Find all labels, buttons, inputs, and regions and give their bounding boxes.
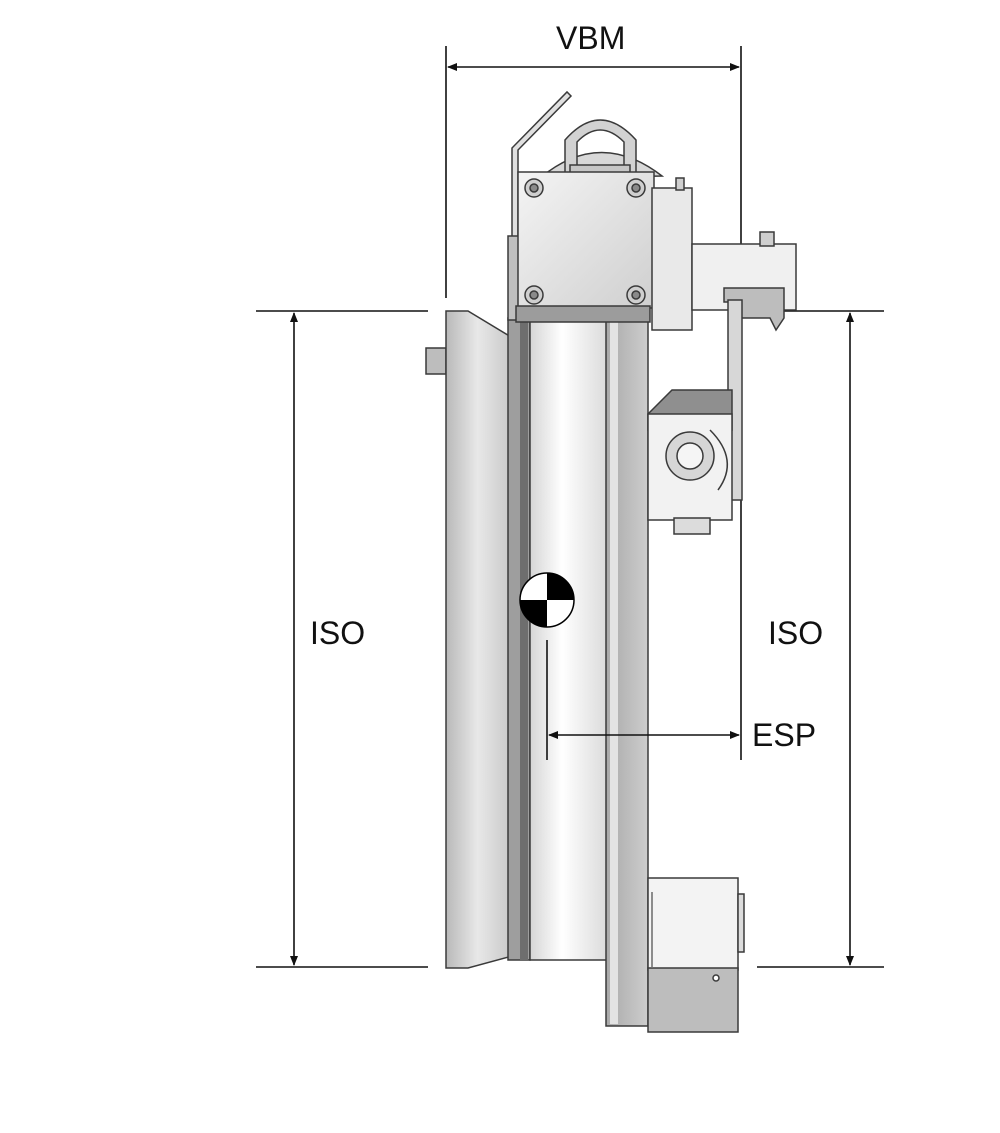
bottom-block-lower [647,967,739,1033]
iso-right-label: ISO [768,615,824,651]
vbm-label: VBM [556,20,626,56]
lifting-eye-icon [564,119,637,178]
flange-bolt [425,347,447,375]
esp-label: ESP [752,717,817,753]
actuator-side-block [651,187,693,331]
bracket-foot [673,517,711,535]
latch-knob [759,231,775,247]
flange-ring [445,310,517,969]
center-of-gravity-icon [519,572,575,760]
bottom-block-upper [647,877,739,971]
actuator-side-pin [675,177,685,191]
bottom-block-cap [737,893,745,953]
flange [425,310,531,969]
bracket-curve [709,429,729,491]
valve-body [529,309,649,1027]
dimension-arrows [290,63,854,966]
latch-assembly [691,231,797,501]
extension-lines [256,46,884,968]
flange-face-shadow [520,318,528,960]
pivot-bracket [647,389,733,535]
bushing-inner [676,442,704,470]
body-center [529,317,611,961]
bottom-block-hole [712,974,720,982]
bottom-block [647,877,745,1033]
actuator-base [515,305,651,323]
iso-left-label: ISO [310,615,366,651]
actuator-screws [524,178,646,305]
gate-plate-highlight [610,312,618,1024]
actuator [515,119,693,331]
